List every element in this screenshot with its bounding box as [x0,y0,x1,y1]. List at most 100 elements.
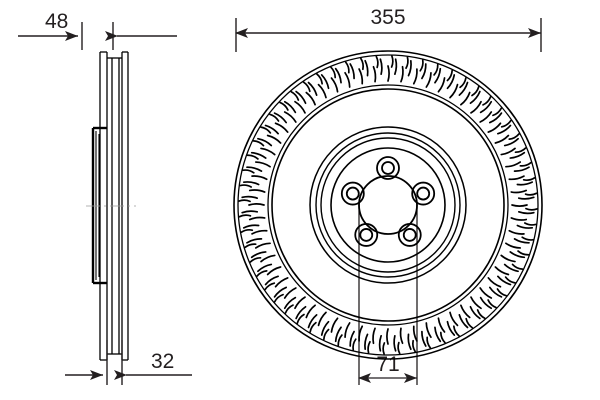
cooling-vane [419,59,424,72]
cooling-vane [505,161,522,168]
cooling-vane [323,328,330,341]
cooling-vane [238,214,252,218]
cooling-vane [242,181,260,186]
dimension-label-71: 71 [376,353,399,376]
cooling-vane [316,73,323,85]
dimension-32: 32 [65,340,192,385]
cooling-vane [248,189,266,193]
cooling-vane [256,270,268,277]
cooling-vane [260,126,272,134]
cooling-vane [320,74,330,90]
cooling-vane [387,65,390,82]
side-hub-profile [91,126,107,285]
cooling-vane [449,311,459,327]
cooling-vane [513,166,530,172]
cooling-vane [250,151,267,159]
cooling-vane [517,250,530,256]
cooling-vane [494,134,510,144]
bolt-hole-inner [416,186,431,201]
cooling-vane [295,305,307,320]
cooling-vane [309,321,317,333]
cooling-vane [372,65,377,83]
cooling-vane [352,338,357,351]
cooling-vane [264,275,279,286]
cooling-vane [479,100,493,114]
cooling-vane [521,236,534,241]
cooling-vane [330,77,339,93]
cooling-vane [241,195,259,199]
cooling-vane [517,211,535,215]
cooling-vane [439,331,446,344]
cooling-vane [252,140,265,147]
bolt-hole-outer [411,181,436,206]
cooling-vane [437,317,446,333]
cooling-vane [349,63,355,80]
cooling-vane [344,322,351,339]
cooling-vane [242,169,255,174]
cooling-vane [525,207,538,211]
cooling-vane [360,57,365,71]
cooling-vane [248,203,265,206]
cooling-vane [284,304,294,314]
cooling-vane [516,181,534,186]
hub-ring-3 [320,137,456,273]
cooling-vane [479,287,493,299]
cooling-vane [273,286,288,298]
cooling-vane [503,263,519,273]
cooling-vane [511,263,524,270]
cooling-vane [508,229,525,235]
cooling-vane [268,113,280,122]
cooling-vane [240,228,254,233]
cooling-vane [305,91,316,106]
cooling-vane [494,266,510,276]
cooling-vane [405,56,409,70]
cooling-vane [257,137,273,147]
cooling-vane [513,238,530,244]
cooling-vane [246,238,263,244]
cooling-vane [295,90,307,105]
cooling-vane [254,161,271,168]
cooling-vane [510,217,528,221]
hub-ring-2 [315,132,461,278]
cooling-vane [504,276,516,284]
cooling-vane [471,85,480,97]
cooling-vane [386,328,389,345]
side-hub-inner-lines [95,131,100,280]
cooling-vane [497,275,512,286]
cooling-vane [476,309,486,320]
cooling-vane [407,59,412,77]
cooling-vane [492,107,503,117]
vane-band-inner-circle [267,84,509,326]
cooling-vane [344,61,350,74]
cooling-vane [446,74,456,90]
cooling-vane [290,90,300,101]
cooling-vane [470,100,482,114]
bolt-hole-inner [345,186,360,201]
cooling-vane [460,304,471,319]
cooling-vane [446,69,453,82]
cooling-vane [283,111,297,123]
bolt-hole-outer [354,223,379,247]
cooling-vane [508,133,520,140]
cooling-vane [500,119,512,128]
cooling-vane [294,100,306,114]
cooling-vane [446,320,456,336]
cooling-vane [305,304,316,319]
hub-ring-1 [309,126,467,284]
cooling-vane [249,256,262,263]
cooling-vane [500,147,516,156]
cooling-vane [251,175,268,181]
cooling-vane [453,325,460,337]
cooling-vane [390,55,394,68]
cooling-vane [487,299,497,309]
cooling-vane [274,122,289,133]
side-section-view [86,51,136,361]
dimension-48: 48 [18,10,177,50]
cooling-vane [458,314,469,329]
cooling-vane [364,333,369,351]
cooling-vane [412,325,418,342]
cooling-vane [317,311,327,327]
cooling-vane [425,322,432,339]
bolt-hole-inner [359,228,374,242]
cooling-vane [334,67,342,84]
